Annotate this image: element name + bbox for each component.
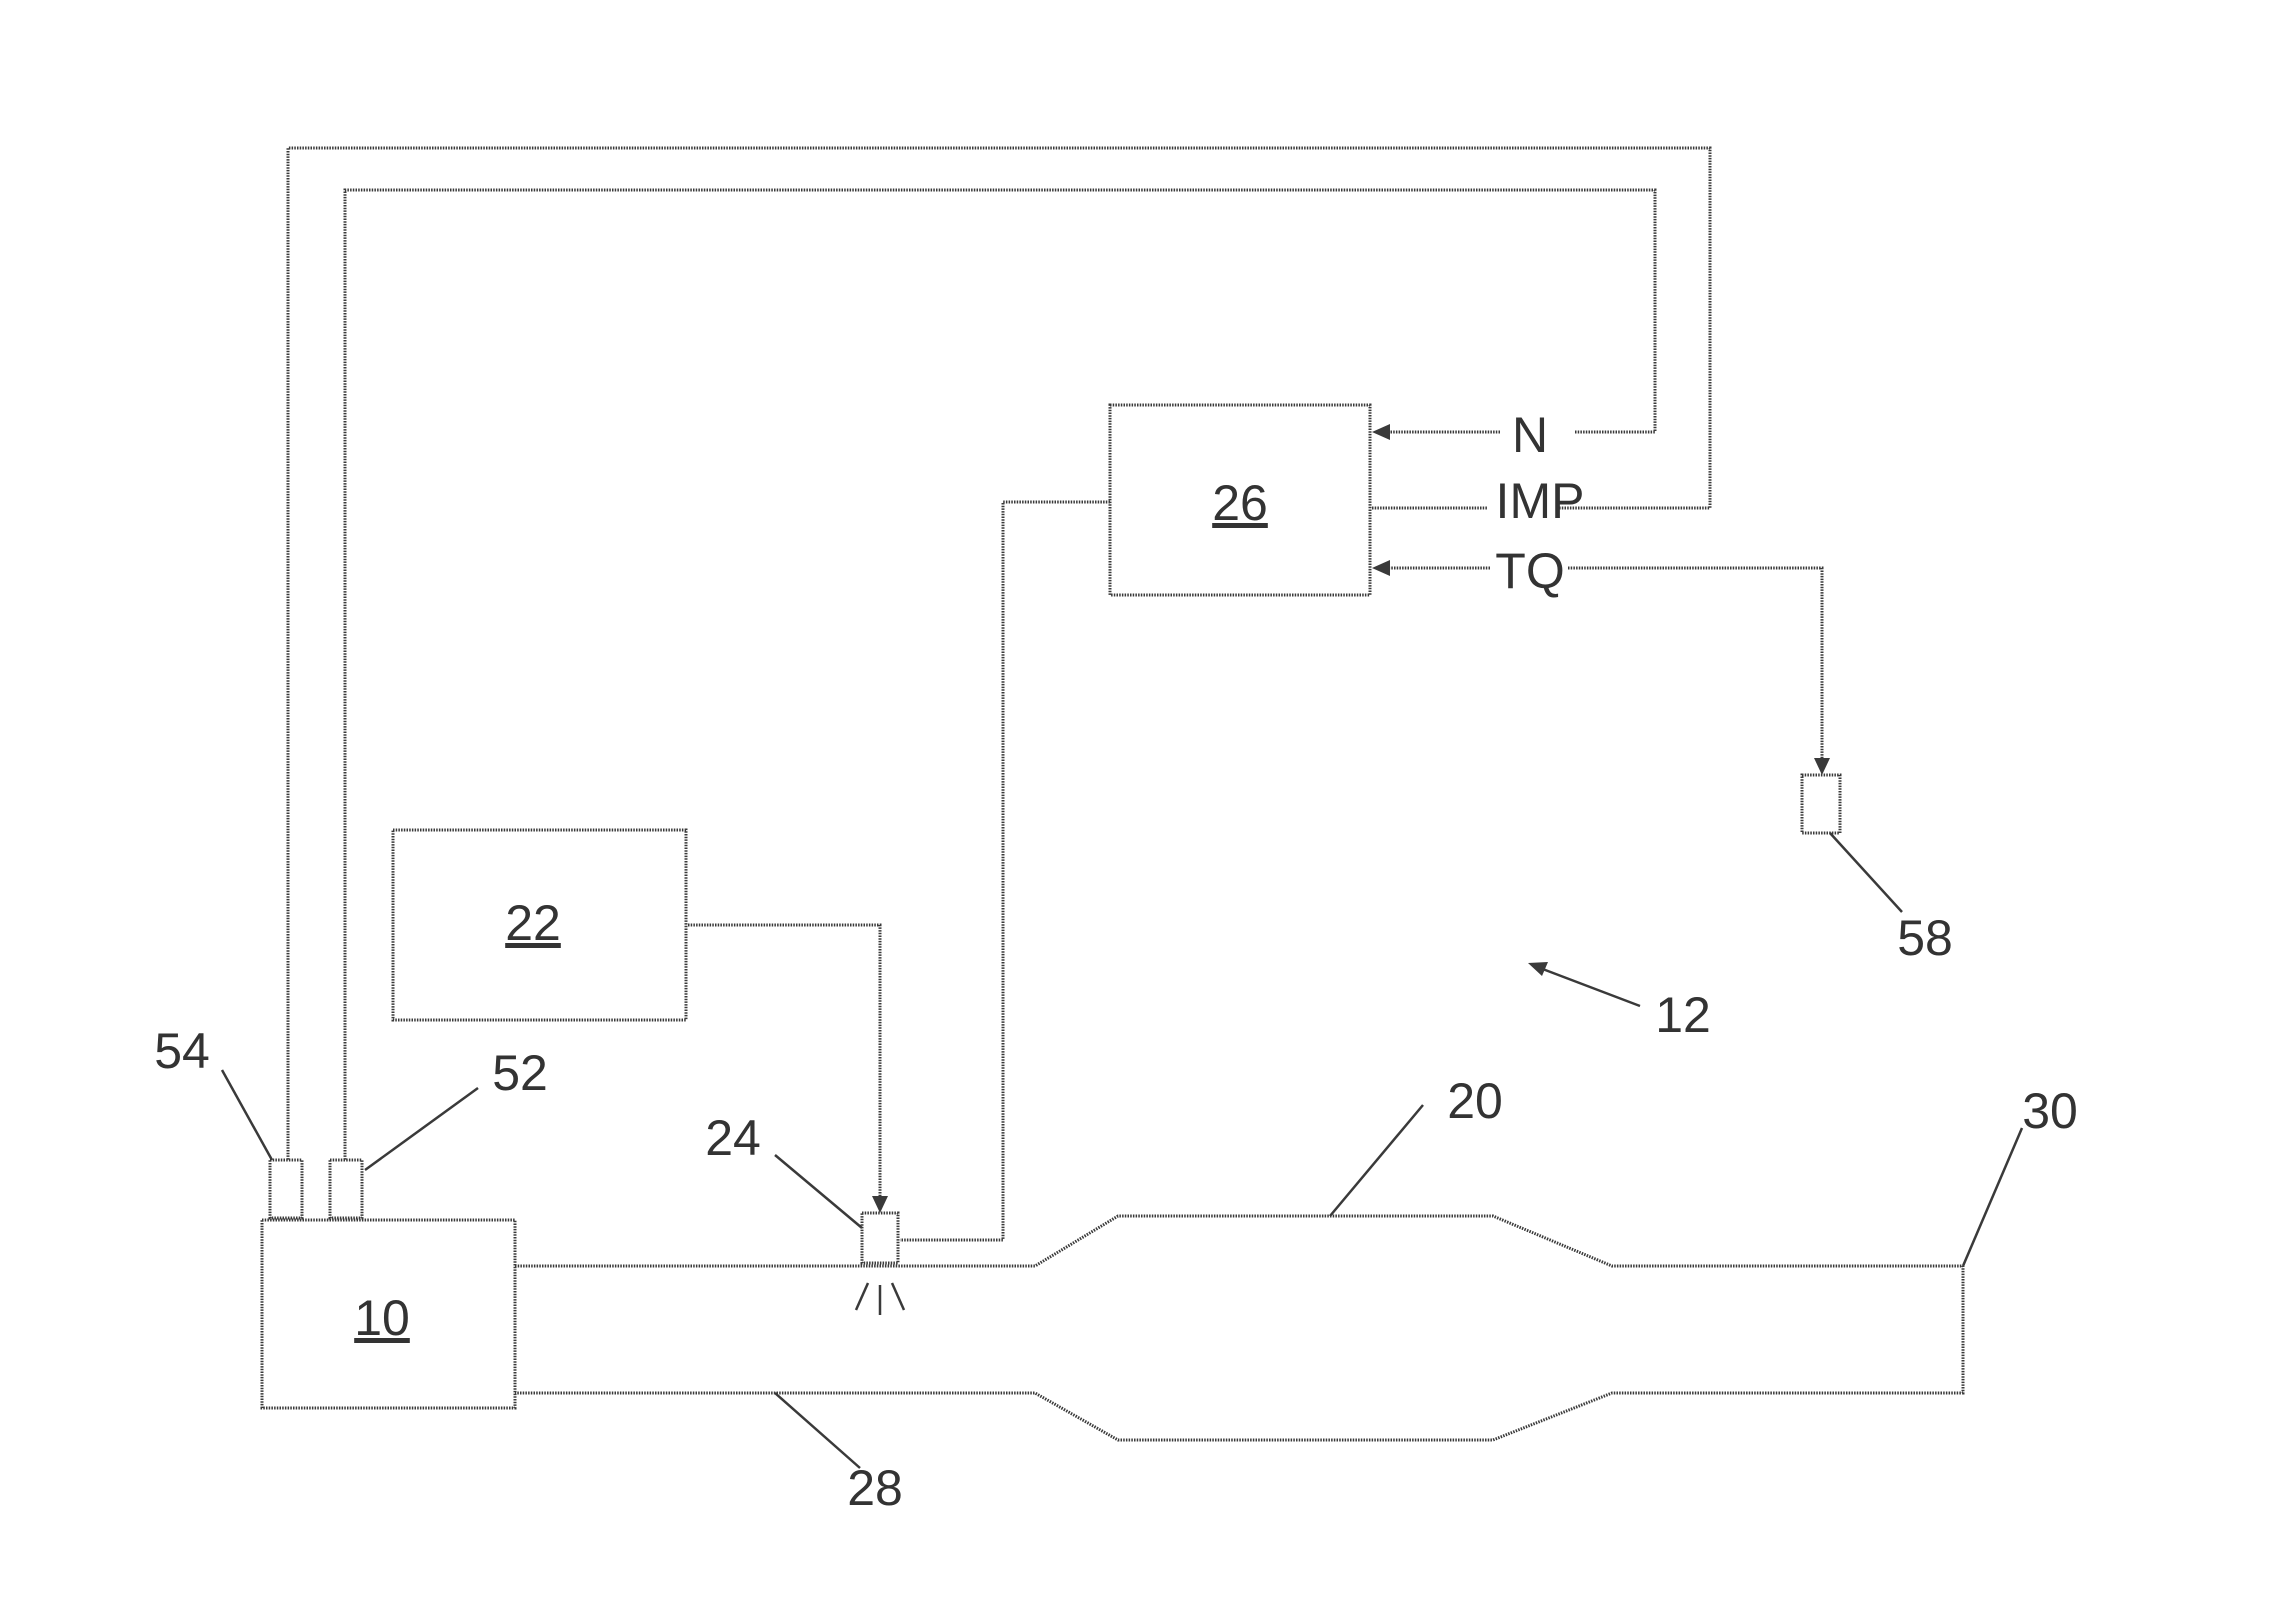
spray-line-left — [856, 1283, 868, 1310]
leader-28 — [775, 1393, 860, 1468]
leader-52 — [365, 1088, 478, 1170]
sensor-52-box — [330, 1160, 362, 1218]
label-injector: 24 — [705, 1110, 761, 1166]
label-exhaust-system: 12 — [1655, 987, 1711, 1043]
exhaust-pipe-outline — [515, 1216, 1963, 1440]
label-engine: 10 — [354, 1290, 410, 1346]
wire-controller-to-injector — [900, 502, 1110, 1240]
sensor-58-box — [1802, 775, 1840, 833]
sensor-54-box — [270, 1160, 302, 1218]
leader-24 — [775, 1155, 862, 1228]
sensor-58-arrowhead — [1814, 758, 1830, 775]
leader-58 — [1830, 833, 1902, 912]
label-signal-imp: IMP — [1496, 473, 1585, 529]
leader-54 — [222, 1070, 272, 1160]
label-sensor-52: 52 — [492, 1045, 548, 1101]
injector-arrowhead — [872, 1196, 888, 1213]
label-sensor-58: 58 — [1897, 910, 1953, 966]
label-controller: 26 — [1212, 475, 1268, 531]
leader-20 — [1330, 1105, 1423, 1216]
spray-line-right — [892, 1283, 904, 1310]
label-reductant-tank: 22 — [505, 895, 561, 951]
injector-box — [862, 1213, 898, 1263]
n-arrowhead — [1372, 424, 1390, 440]
tq-arrowhead — [1372, 560, 1390, 576]
wire-58-to-tq — [1568, 568, 1822, 762]
leader-30 — [1963, 1128, 2022, 1266]
label-tailpipe: 30 — [2022, 1083, 2078, 1139]
label-signal-n: N — [1512, 407, 1548, 463]
arrowhead-12 — [1528, 962, 1548, 976]
leader-12 — [1540, 968, 1640, 1006]
label-exhaust-pipe: 28 — [847, 1460, 903, 1516]
label-signal-tq: TQ — [1495, 543, 1564, 599]
label-catalyst: 20 — [1447, 1073, 1503, 1129]
label-sensor-54: 54 — [154, 1023, 210, 1079]
